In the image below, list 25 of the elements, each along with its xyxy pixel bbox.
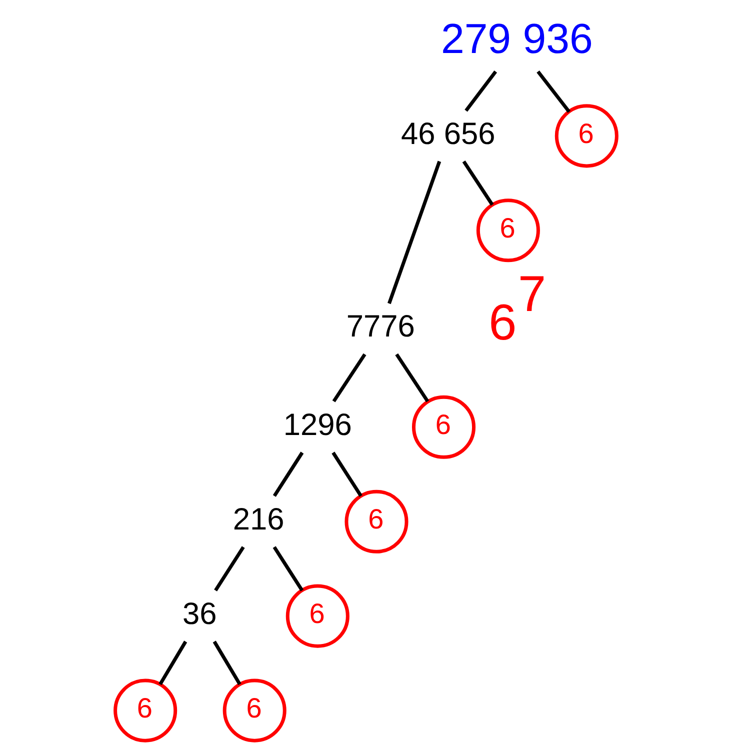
node-circle: 6: [344, 490, 408, 554]
connector: [158, 640, 188, 686]
node-text: 1296: [283, 406, 352, 442]
node-circle: 6: [476, 198, 540, 262]
node-circle: 6: [286, 584, 350, 648]
connector: [332, 353, 366, 402]
node-circle: 6: [554, 104, 618, 168]
node-text: 279 936: [440, 14, 593, 62]
node-text: 216: [232, 501, 284, 536]
connector: [272, 452, 304, 497]
node-circle: 6: [114, 678, 178, 742]
connector: [214, 546, 245, 592]
connector: [536, 70, 571, 113]
connector: [388, 160, 442, 304]
node-circle: 6: [222, 678, 286, 742]
connector: [462, 160, 494, 206]
connector: [395, 353, 430, 402]
node-text: 46 656: [401, 116, 496, 151]
node-circle: 6: [412, 395, 476, 459]
connector: [464, 70, 498, 112]
connector: [272, 546, 304, 592]
node-text: 7776: [346, 308, 415, 344]
node-text: 36: [182, 596, 217, 631]
connector: [212, 640, 242, 686]
connector: [332, 452, 362, 497]
